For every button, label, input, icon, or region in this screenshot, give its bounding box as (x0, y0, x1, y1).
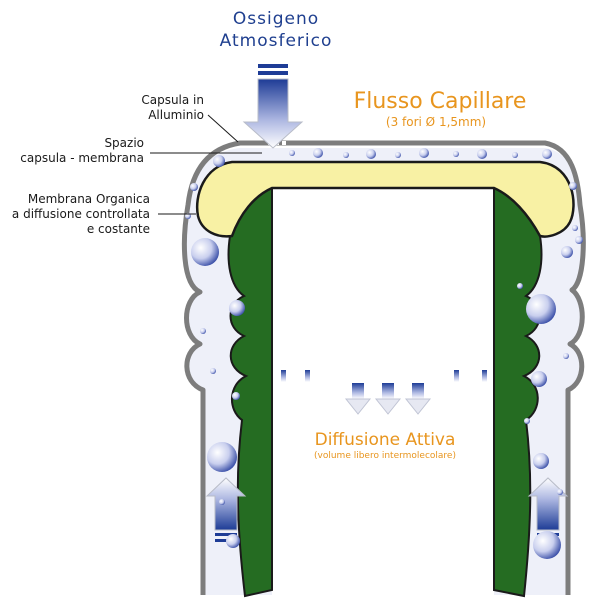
organic-membrane (195, 160, 575, 238)
diffusion-down-arrow-icon (374, 383, 402, 415)
space-label-line2: capsula - membrana (20, 151, 144, 165)
capsule-label-line2: Alluminio (148, 108, 204, 122)
diffusion-down-arrow-icon (404, 383, 432, 415)
oxygen-arrow-icon (242, 64, 304, 149)
capsule-label-line1: Capsula in (141, 93, 204, 107)
membrane-label-line1: Membrana Organica (28, 192, 150, 206)
oxygen-label-line1: Ossigeno (233, 9, 319, 29)
leader-lines (150, 114, 262, 215)
diffusion-arrows (281, 370, 487, 415)
oxygen-label-line2: Atmosferico (220, 31, 333, 51)
capillary-flow-subtitle: (3 fori Ø 1,5mm) (386, 115, 486, 129)
active-diffusion-title: Diffusione Attiva (315, 430, 456, 450)
left-inflow-up-arrow-icon (205, 477, 247, 542)
capillary-flow-title: Flusso Capillare (354, 89, 527, 114)
aluminium-capsule (181, 140, 586, 595)
membrane-label-line2: a diffusione controllata (12, 207, 150, 221)
diffusion-down-arrow-icon (344, 383, 372, 415)
oxygen-bubbles (185, 148, 583, 559)
membrane-label-line3: e costante (87, 222, 150, 236)
space-label-line1: Spazio (104, 136, 144, 150)
active-diffusion-subtitle: (volume libero intermolecolare) (314, 451, 456, 461)
